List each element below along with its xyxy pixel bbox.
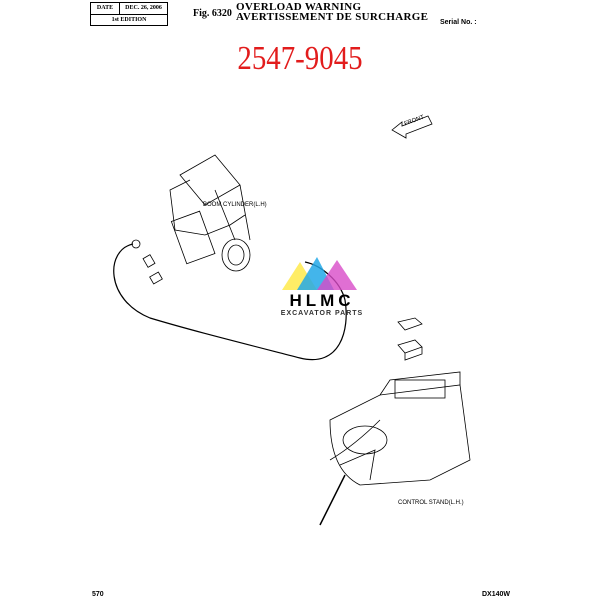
title-fr: AVERTISSEMENT DE SURCHARGE <box>236 11 429 23</box>
date-box: DATE DEC. 26, 2006 1st EDITION <box>90 2 168 26</box>
serial-label: Serial No. : <box>440 19 477 26</box>
date-label: DATE <box>91 3 120 14</box>
boom-cylinder-label: BOOM CYLINDER(L.H) <box>203 202 267 208</box>
date-value: DEC. 26, 2006 <box>125 5 162 11</box>
watermark-tagline: EXCAVATOR PARTS <box>280 310 364 317</box>
part-number: 2547-9045 <box>237 40 363 77</box>
boom-cylinder-drawing <box>169 154 251 272</box>
front-arrow-icon <box>391 115 433 139</box>
title-en: OVERLOAD WARNING <box>236 1 362 13</box>
watermark-logo: HLMC EXCAVATOR PARTS <box>272 252 372 317</box>
page-number: 570 <box>92 591 104 598</box>
logo-mountain-icon <box>282 257 357 290</box>
figure-number: Fig. 6320 <box>193 8 232 19</box>
sensor-parts <box>131 239 163 285</box>
control-stand-label: CONTROL STAND(L.H.) <box>398 500 464 506</box>
control-stand-drawing <box>319 371 471 526</box>
watermark-brand: HLMC <box>289 291 355 310</box>
harness-wire <box>113 243 347 361</box>
switches <box>397 317 423 361</box>
edition: 1st EDITION <box>111 17 147 23</box>
model-name: DX140W <box>482 591 511 598</box>
